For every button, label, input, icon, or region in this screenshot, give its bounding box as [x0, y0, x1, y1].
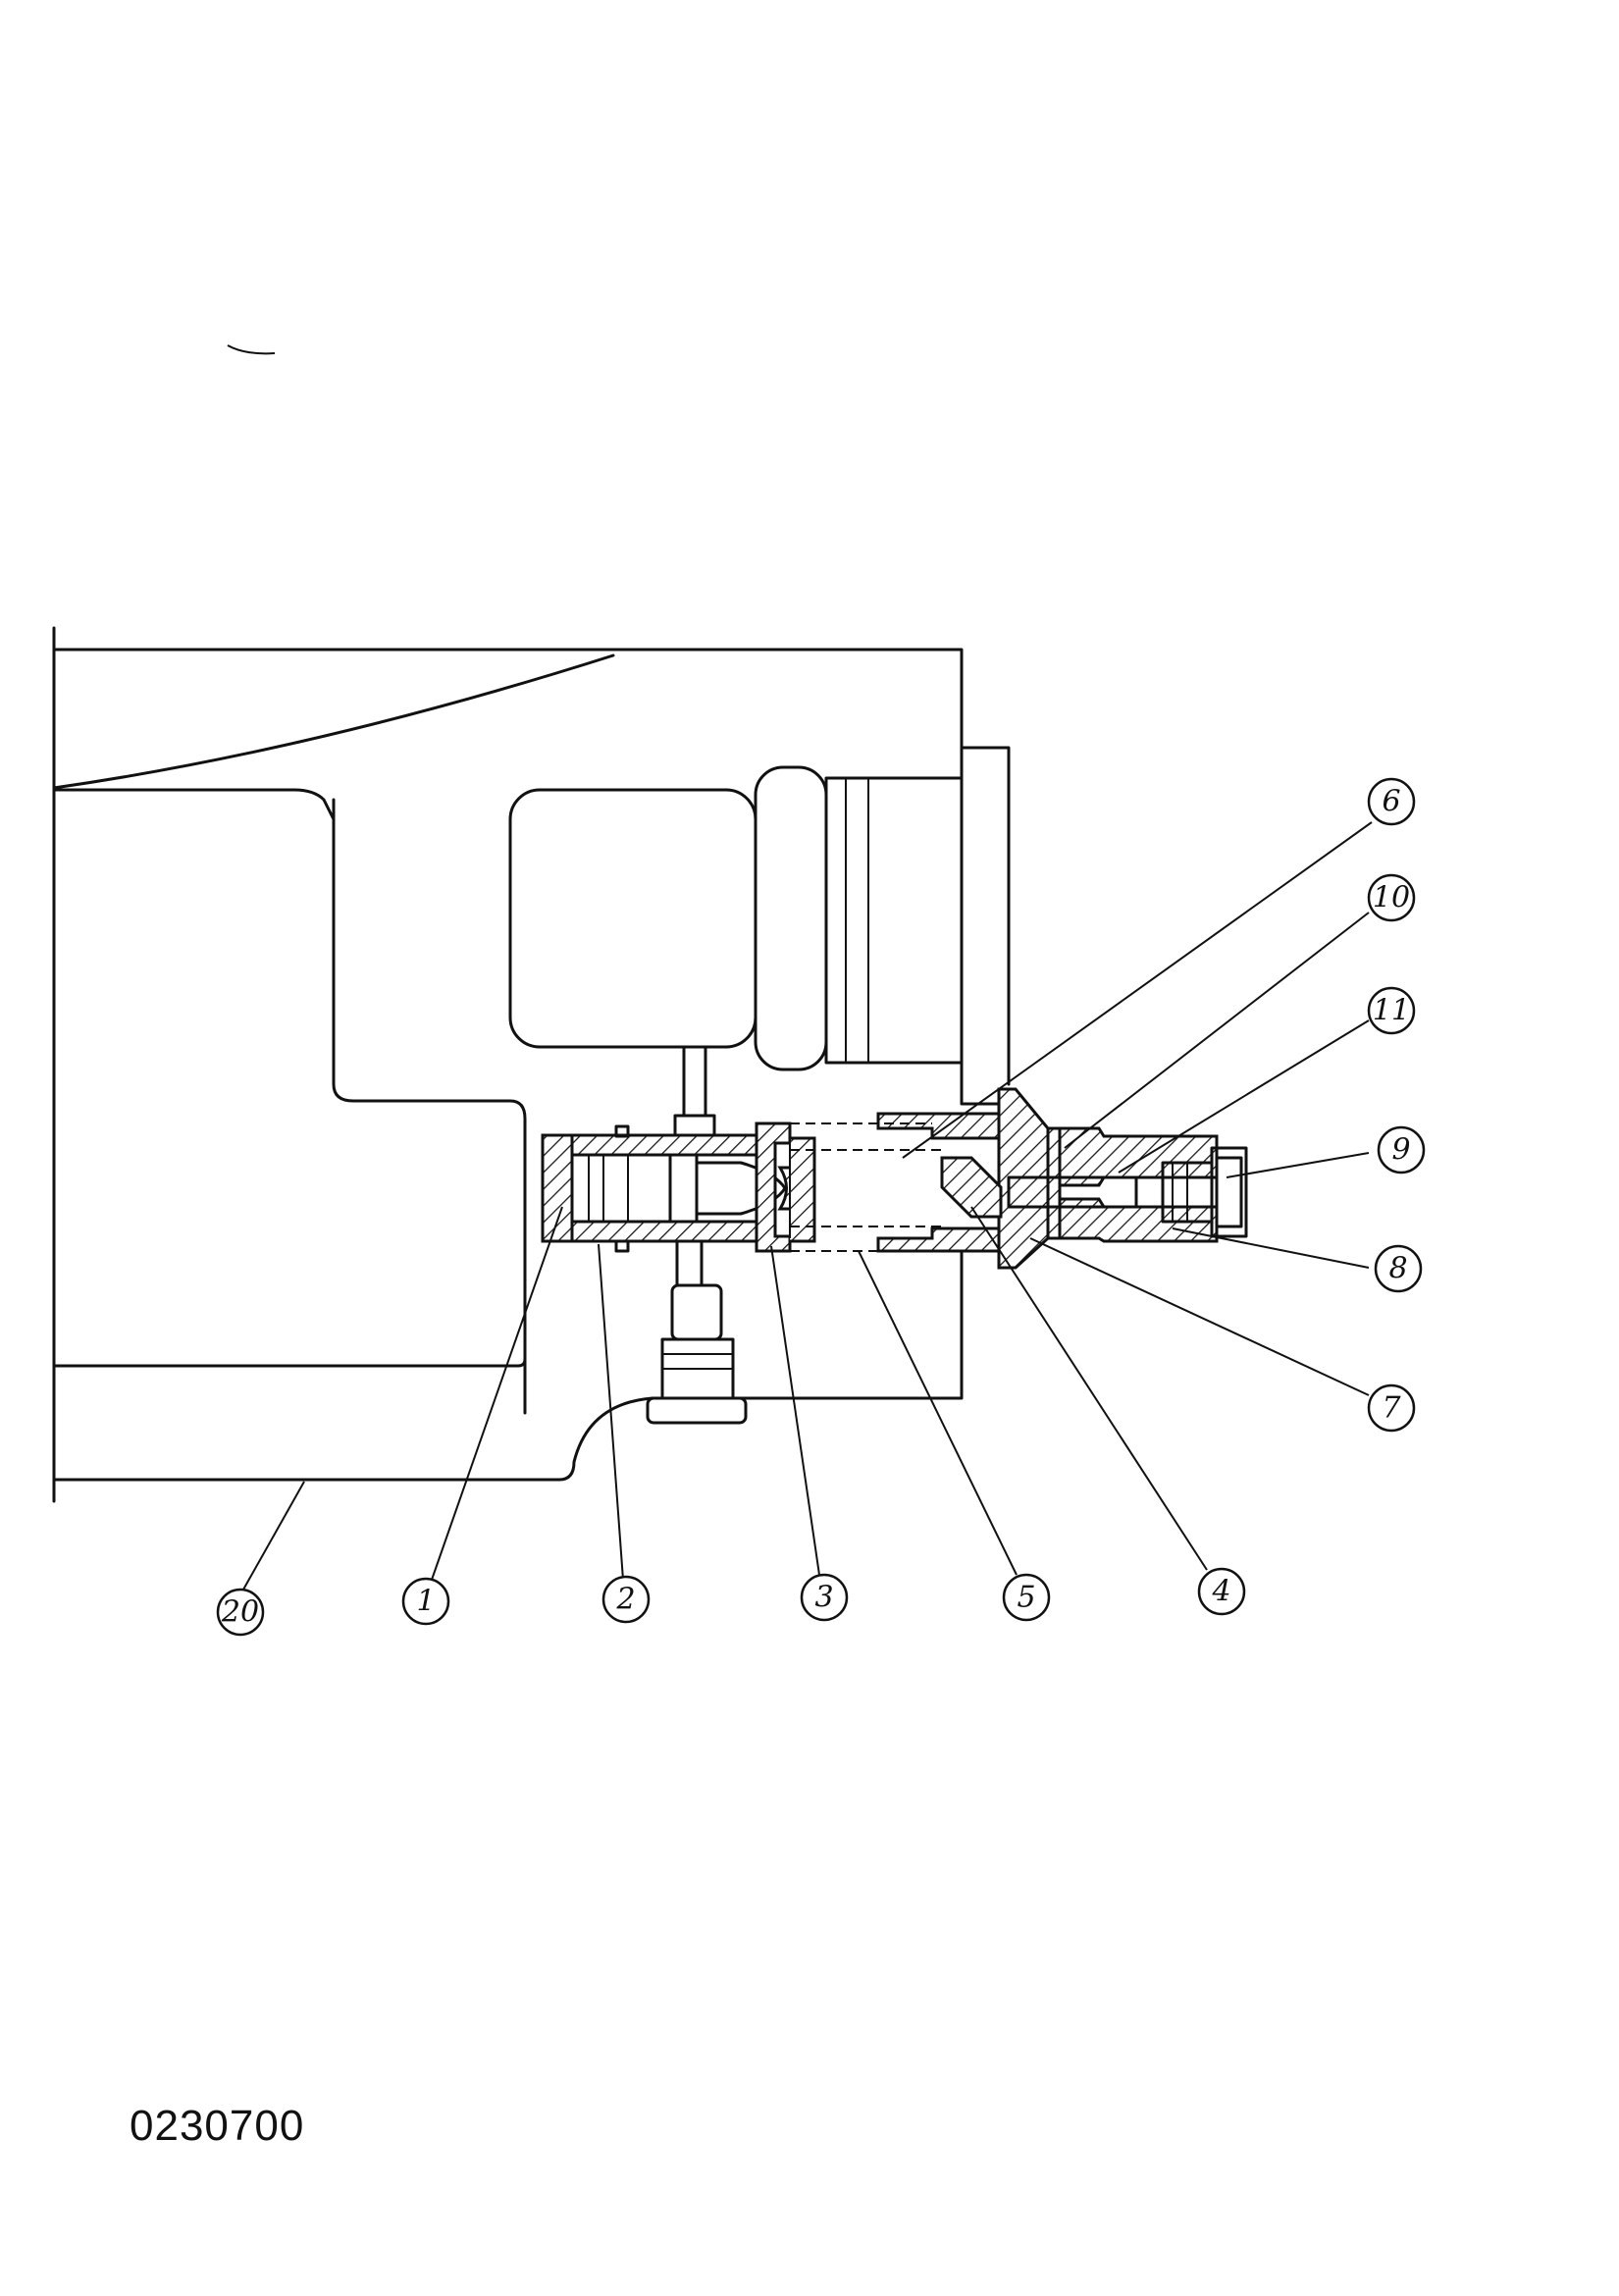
svg-text:10: 10	[1373, 881, 1410, 915]
housing-body	[52, 626, 1011, 1503]
upper-stem	[673, 1045, 716, 1137]
callout-3: 3	[800, 1573, 849, 1622]
callout-5: 5	[1002, 1573, 1051, 1622]
svg-text:1: 1	[416, 1585, 435, 1619]
svg-text:3: 3	[814, 1581, 833, 1615]
callout-8: 8	[1374, 1244, 1423, 1293]
callout-4: 4	[1197, 1567, 1246, 1616]
leader-lines	[242, 821, 1373, 1591]
callout-20: 20	[216, 1588, 265, 1637]
svg-text:6: 6	[1382, 785, 1400, 819]
callout-1: 1	[401, 1577, 450, 1626]
cage-section	[755, 1087, 1062, 1270]
svg-text:8: 8	[1388, 1252, 1407, 1286]
callout-10: 10	[1367, 873, 1416, 922]
callout-11: 11	[1367, 986, 1416, 1035]
svg-text:20: 20	[221, 1595, 259, 1630]
svg-text:2: 2	[615, 1583, 635, 1617]
callout-balloons: 20 1 2 3 5 4 6 10 11 9 8 7	[216, 777, 1426, 1637]
svg-text:11: 11	[1373, 994, 1410, 1028]
svg-text:7: 7	[1382, 1391, 1401, 1426]
sleeve-section	[541, 1133, 758, 1243]
callout-6: 6	[1367, 777, 1416, 826]
callout-7: 7	[1367, 1383, 1416, 1433]
drawing-code: 0230700	[130, 2102, 305, 2150]
adjusting-screw	[1007, 1126, 1248, 1243]
spring-seat	[940, 1156, 1003, 1219]
svg-text:4: 4	[1211, 1575, 1230, 1609]
upper-plug	[508, 765, 964, 1071]
spring	[789, 1122, 942, 1252]
side-bolts	[614, 1124, 630, 1253]
svg-text:5: 5	[1017, 1581, 1035, 1615]
svg-text:9: 9	[1391, 1133, 1410, 1168]
callout-2: 2	[601, 1575, 651, 1624]
stray-mark	[227, 344, 276, 355]
callout-9: 9	[1377, 1125, 1426, 1174]
lower-fitting	[646, 1239, 748, 1425]
